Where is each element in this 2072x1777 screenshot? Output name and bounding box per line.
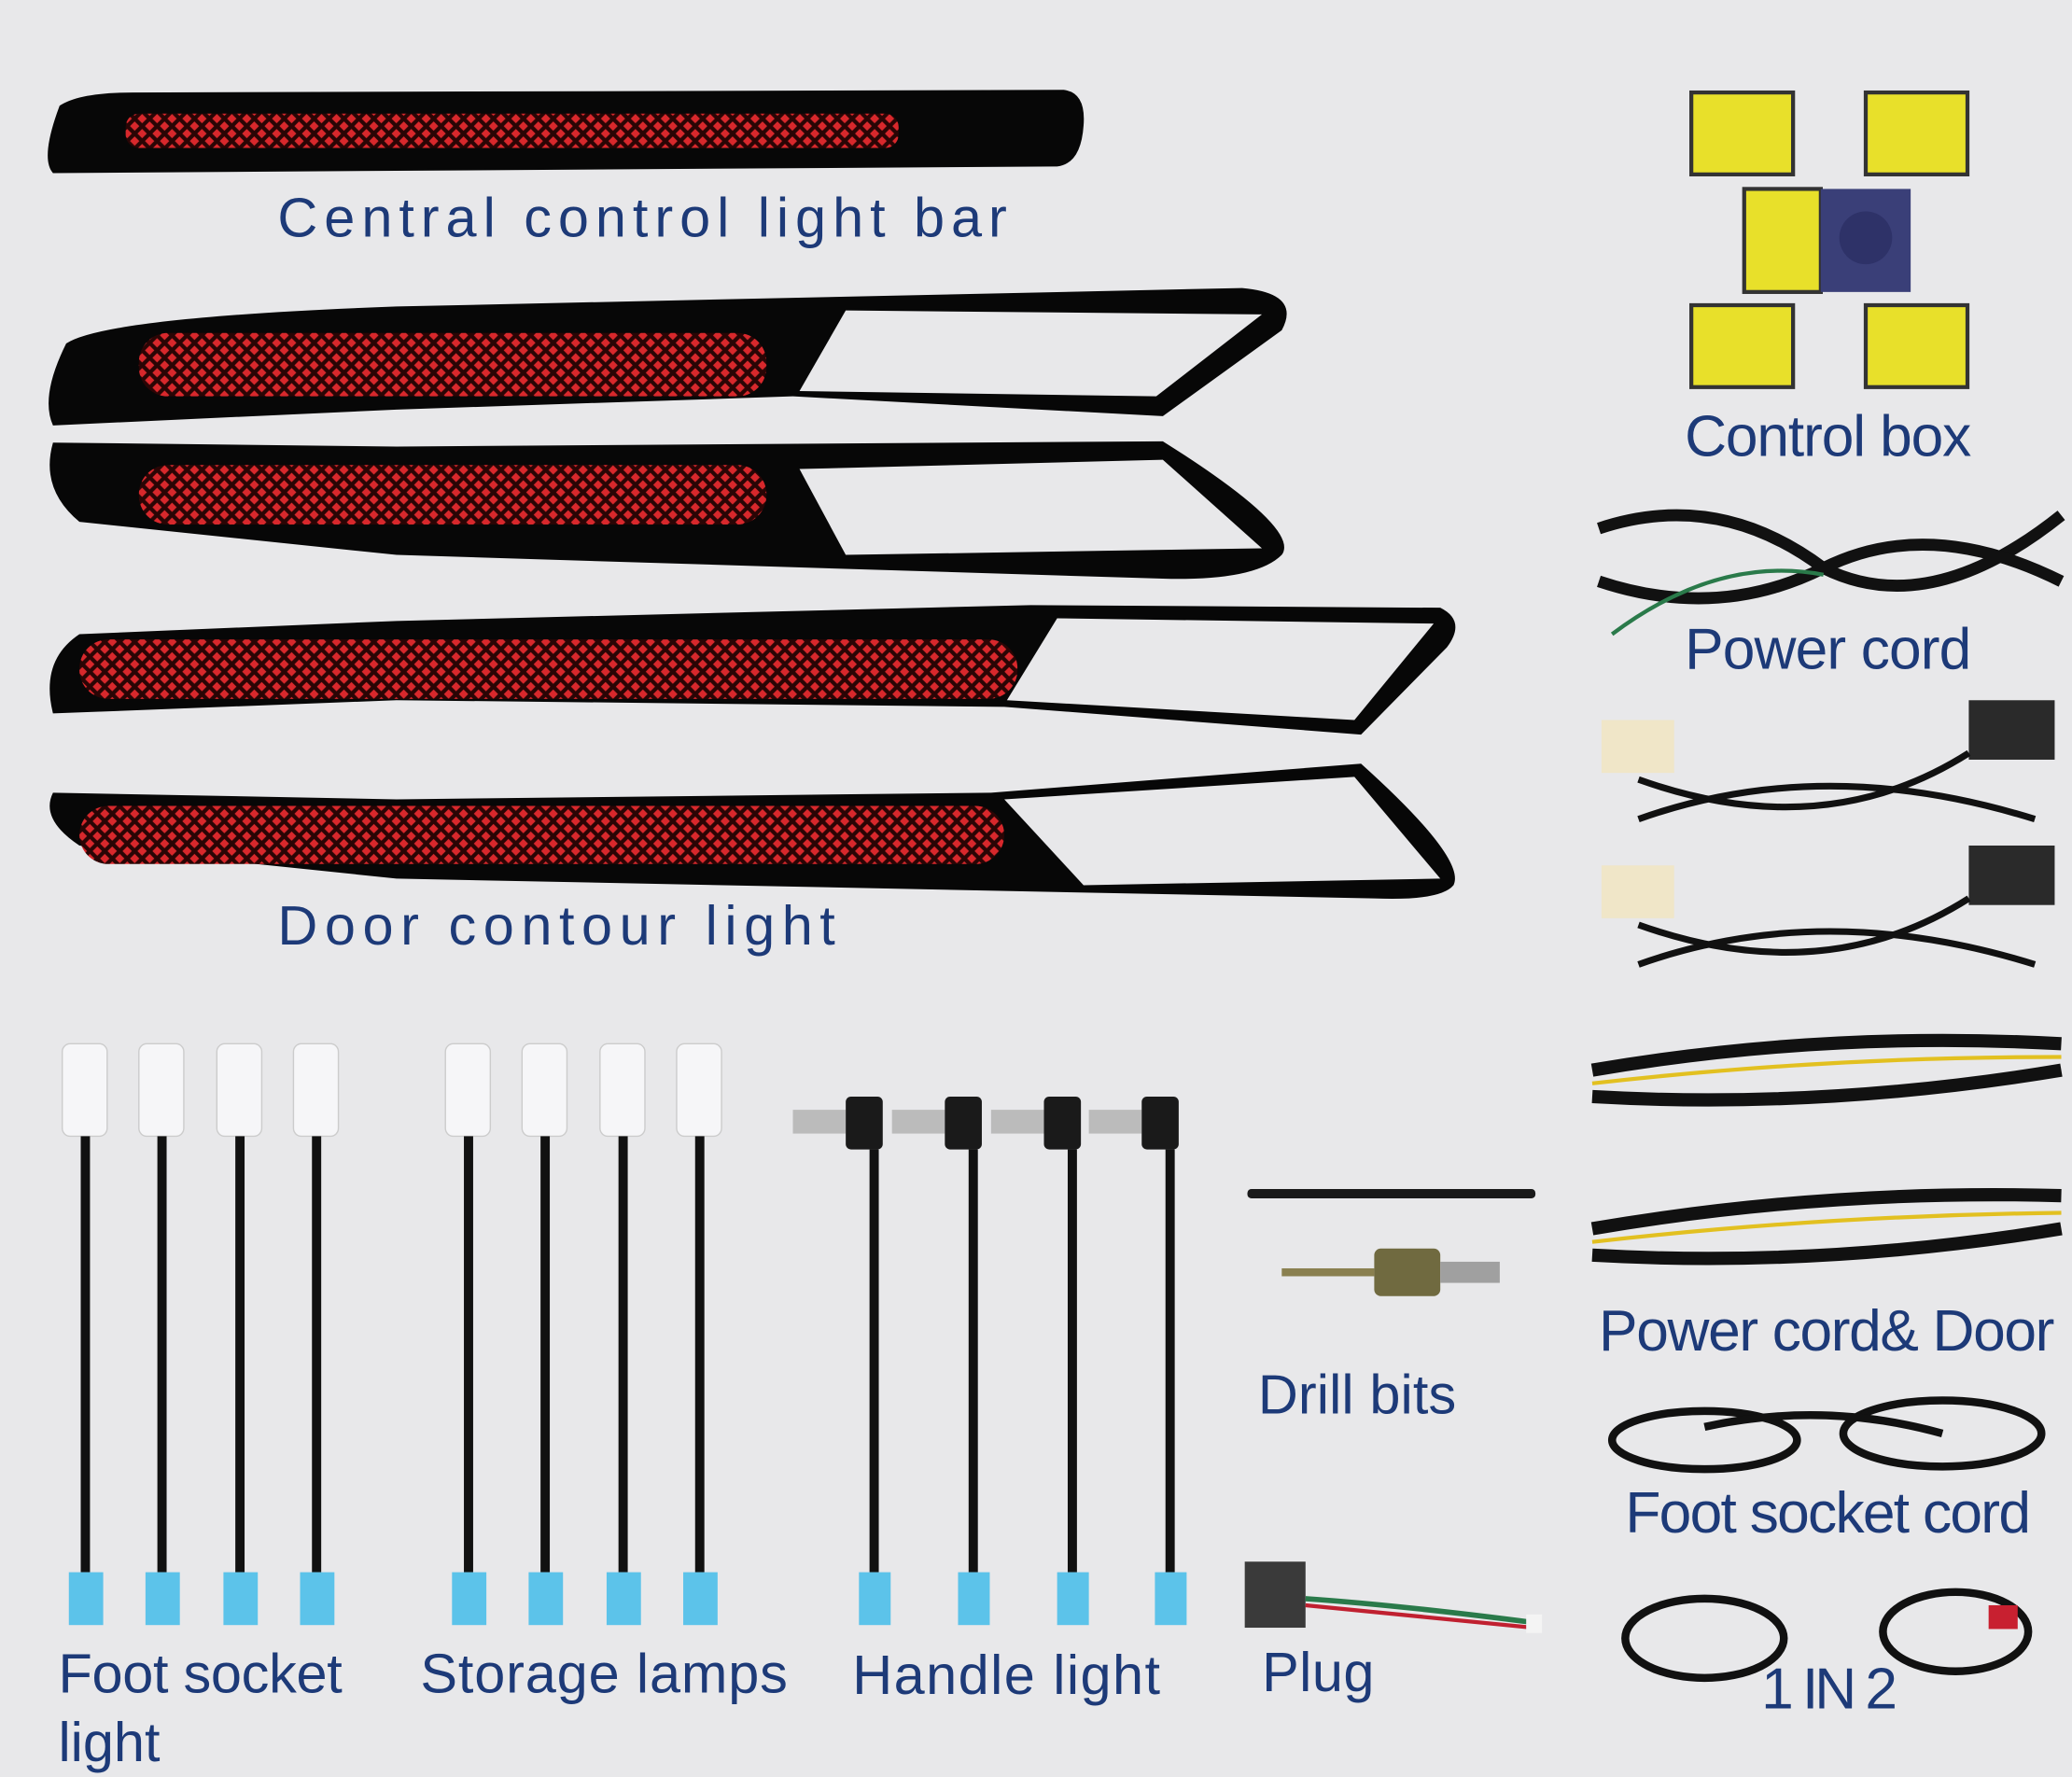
door-contour-lights — [49, 287, 1456, 900]
power-cord-bundle — [1597, 509, 2065, 637]
foot-socket-cord — [1607, 1396, 2046, 1474]
door-harnesses — [1590, 700, 2063, 1266]
label-plug: Plug — [1262, 1641, 1374, 1703]
label-power-cord: Power cord — [1685, 617, 1971, 681]
label-foot-socket-light-2: light — [58, 1711, 161, 1773]
central-control-light-bar — [48, 90, 1085, 174]
label-control-box: Control box — [1685, 404, 1971, 469]
label-handle-light: Handle light — [852, 1644, 1160, 1706]
plug — [1244, 1561, 1543, 1633]
label-foot-socket-light-1: Foot socket — [58, 1642, 343, 1704]
one-in-two-cable — [1621, 1588, 2033, 1683]
label-one-in-two: 1 IN 2 — [1761, 1657, 1897, 1721]
label-drill-bits: Drill bits — [1258, 1364, 1456, 1426]
label-foot-socket-cord: Foot socket cord — [1625, 1481, 2031, 1546]
foot-socket-lights — [61, 1042, 340, 1626]
control-boxes — [1689, 90, 1970, 389]
label-door-contour: Door contour light — [277, 894, 839, 957]
label-central-bar: Central control light bar — [277, 186, 1011, 248]
label-power-cord-door: Power cord& Door — [1599, 1299, 2054, 1364]
drill-bits — [1247, 1189, 1536, 1296]
label-storage-lamps: Storage lamps — [420, 1642, 788, 1704]
handle-lights — [792, 1096, 1187, 1626]
